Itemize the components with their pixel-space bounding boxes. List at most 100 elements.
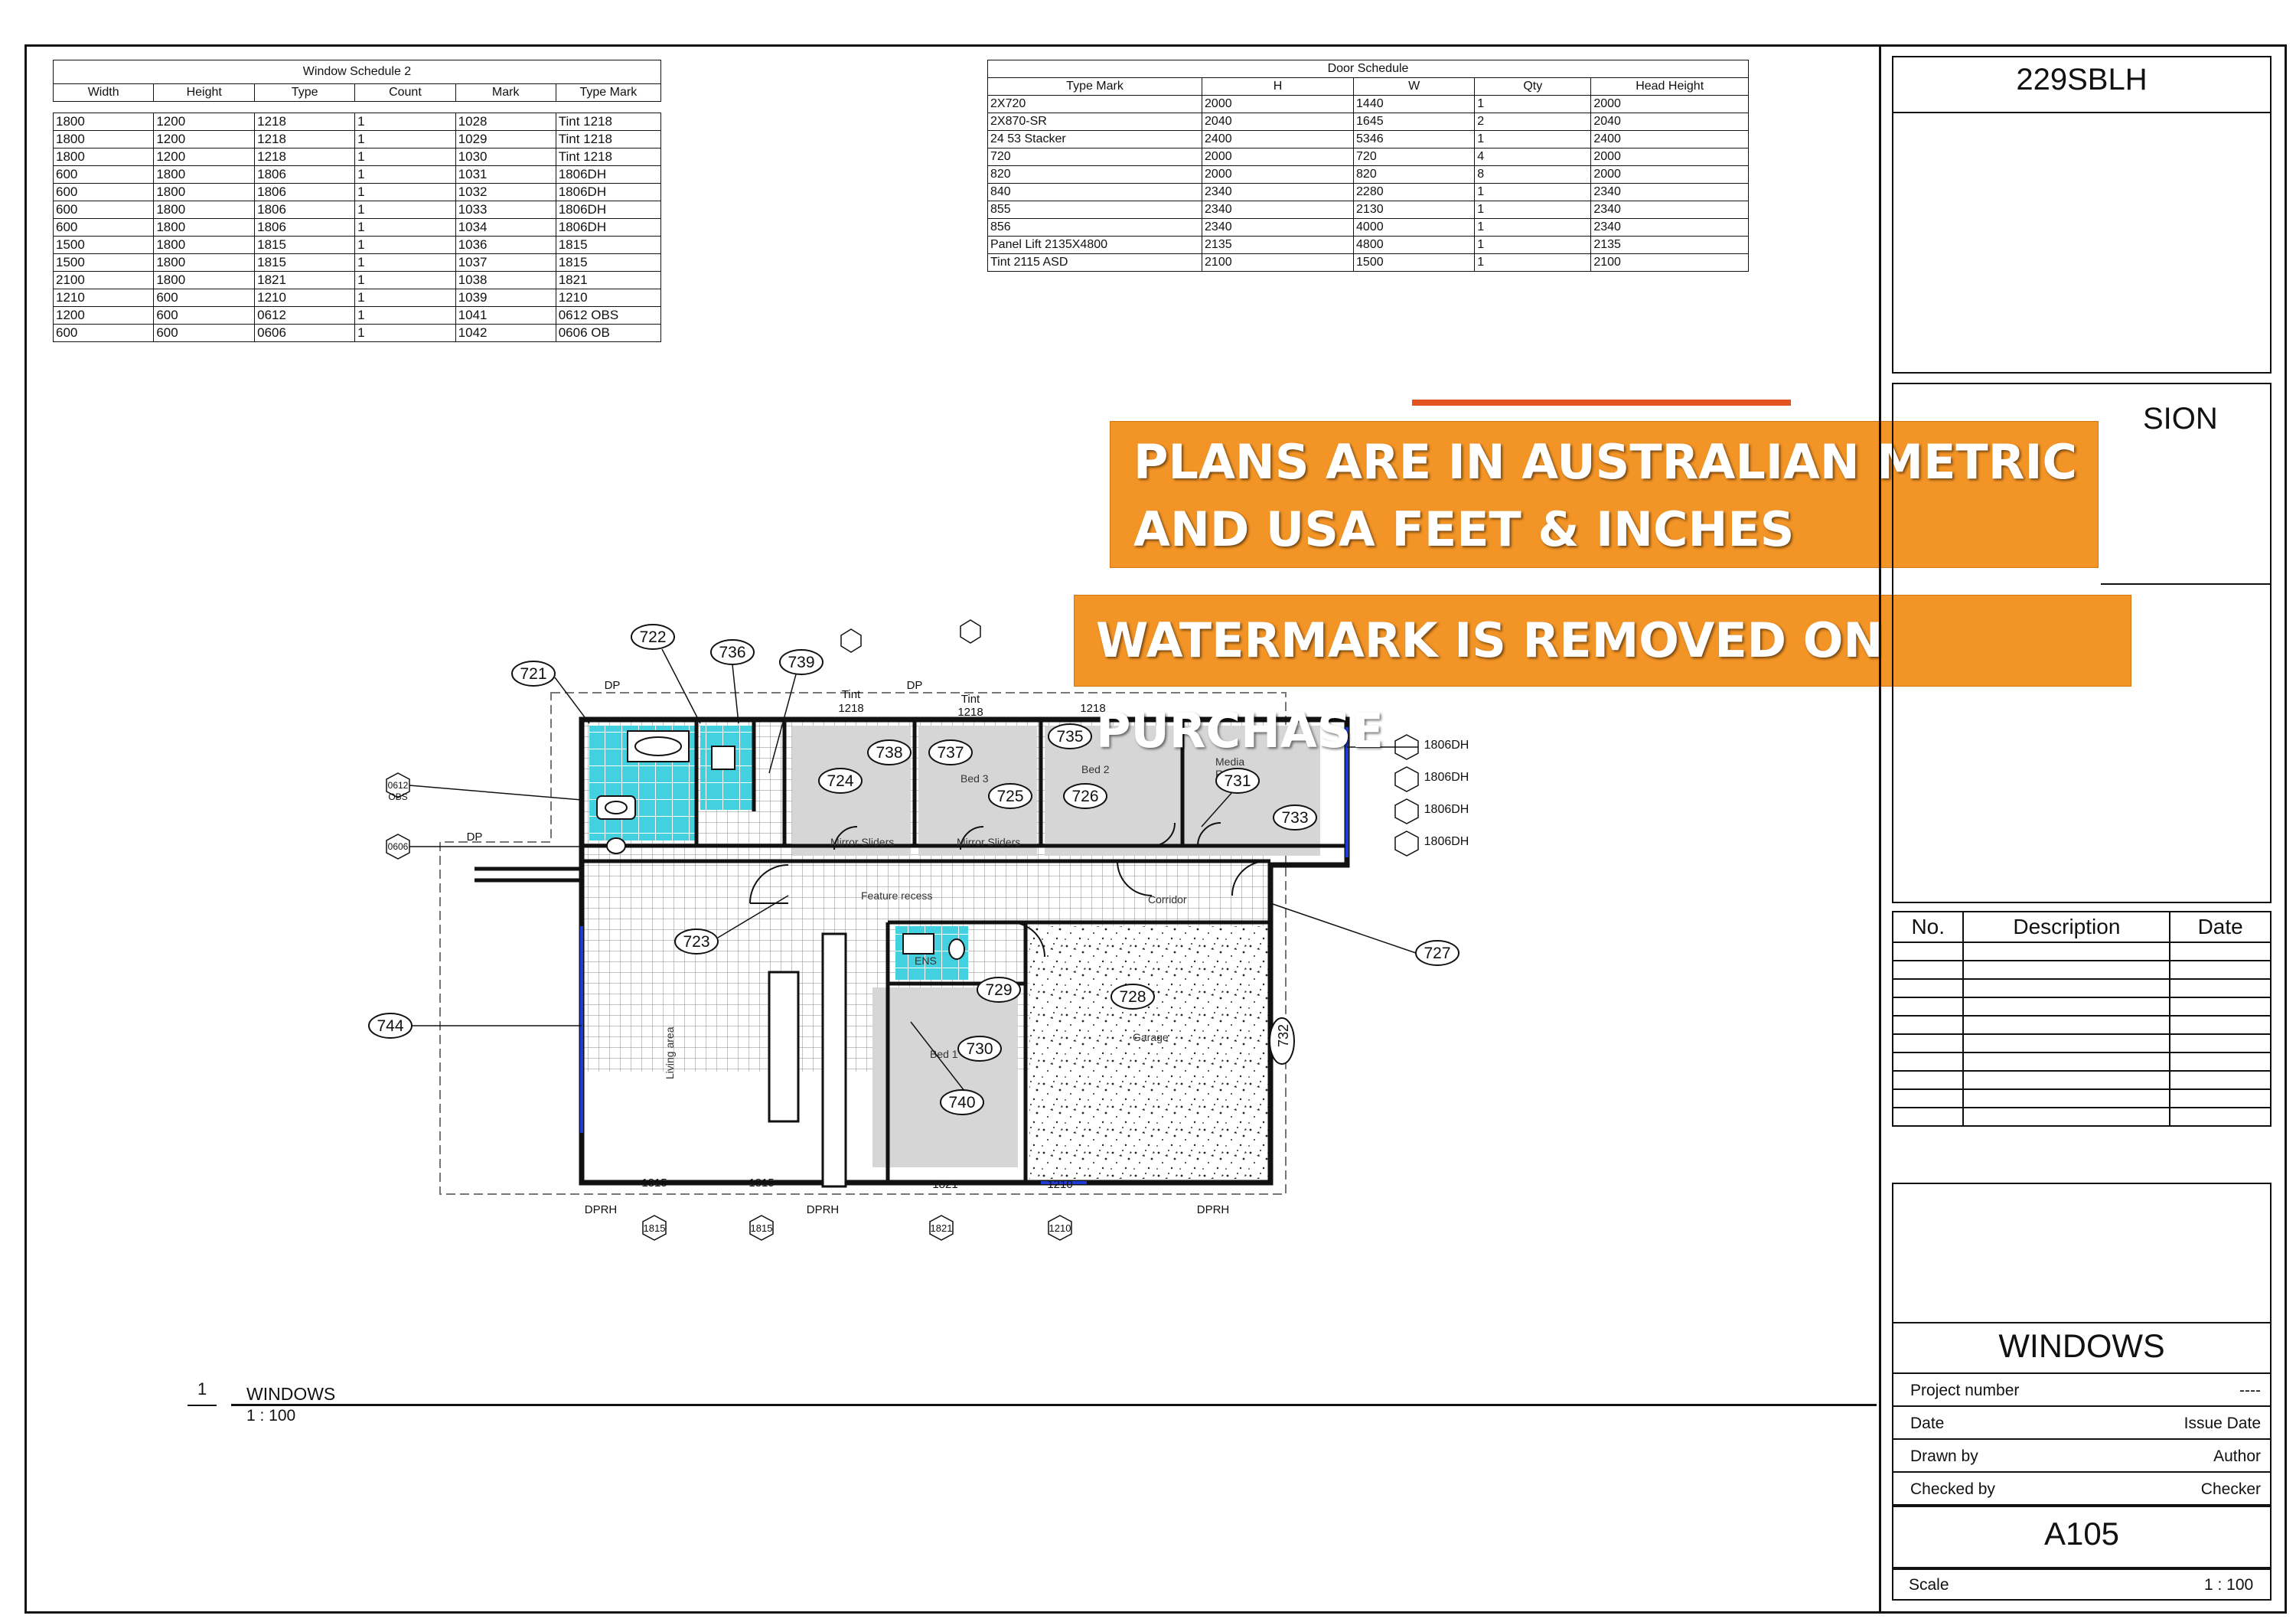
revision-cell	[1891, 997, 1965, 1017]
door-schedule-cell: 2000	[1590, 165, 1749, 184]
svg-text:1806DH: 1806DH	[1424, 739, 1469, 752]
revision-cell	[1962, 1107, 2171, 1127]
revision-cell	[2169, 960, 2272, 980]
door-schedule-cell: 820	[987, 165, 1203, 184]
revision-cell	[2169, 1033, 2272, 1053]
tag-726: 726	[1063, 783, 1107, 809]
room-label-living: Living area	[664, 1026, 676, 1079]
revision-cell	[2169, 1070, 2272, 1090]
hex-tag: 1210	[1048, 1215, 1072, 1241]
revision-cell	[1962, 997, 2171, 1017]
door-schedule-cell: 1	[1474, 236, 1592, 254]
revision-cell	[1962, 942, 2171, 961]
svg-text:1821: 1821	[932, 1178, 957, 1191]
tag-727: 727	[1415, 940, 1459, 966]
svg-text:DPRH: DPRH	[585, 1203, 618, 1216]
revision-row	[1891, 1033, 2272, 1053]
watermark-line-2: AND USA FEET & INCHES	[1133, 501, 1795, 557]
window-schedule-cell: 1037	[455, 253, 556, 272]
view-number: 1	[197, 1379, 207, 1398]
revision-cell	[1891, 1052, 1965, 1072]
project-name-box	[1892, 383, 2272, 903]
tag-725: 725	[988, 783, 1032, 809]
svg-text:DPRH: DPRH	[1197, 1203, 1230, 1216]
door-schedule-cell: 2000	[1590, 95, 1749, 113]
door-schedule-cell: 2040	[1590, 113, 1749, 131]
svg-text:Tint: Tint	[842, 688, 861, 701]
tag-738: 738	[867, 739, 912, 765]
svg-text:729: 729	[985, 981, 1012, 999]
door-schedule-cell: 2	[1474, 113, 1592, 131]
window-schedule-cell: 1200	[153, 130, 256, 148]
svg-text:OBS: OBS	[388, 791, 407, 802]
title-field-value: Checker	[2200, 1480, 2261, 1498]
window-schedule-cell: 1815	[254, 236, 356, 254]
svg-text:1218: 1218	[838, 702, 863, 715]
svg-text:Tint: Tint	[961, 693, 980, 706]
svg-text:726: 726	[1071, 788, 1098, 805]
svg-text:736: 736	[719, 644, 745, 661]
svg-text:1815: 1815	[641, 1177, 667, 1190]
revision-cell	[2169, 997, 2272, 1017]
title-field-label: Date	[1910, 1415, 1945, 1432]
door-schedule-cell: 2340	[1202, 183, 1355, 201]
window-schedule-cell: 1210	[555, 289, 662, 307]
door-schedule-cell: 2100	[1202, 253, 1355, 272]
window-schedule-cell: 1800	[52, 130, 155, 148]
door-schedule-cell: 2000	[1202, 165, 1355, 184]
revision-cell	[2169, 1052, 2272, 1072]
door-schedule-cell: 2400	[1202, 130, 1355, 148]
door-schedule-header: Type Mark	[987, 77, 1203, 96]
tag-728: 728	[1110, 984, 1155, 1010]
revision-cell	[1891, 1088, 1965, 1108]
room-label-mirror-sliders-2: Mirror Sliders	[957, 836, 1020, 848]
door-schedule-cell: 1	[1474, 130, 1592, 148]
window-schedule-header: Width	[52, 83, 155, 102]
window-schedule-cell: 1218	[254, 113, 356, 131]
window-schedule-cell: 1806DH	[555, 165, 662, 184]
revision-cell	[1962, 1052, 2171, 1072]
tag-730: 730	[957, 1036, 1002, 1062]
window-schedule-header: Type Mark	[555, 83, 662, 102]
revision-header: Date	[2169, 911, 2272, 943]
revision-row	[1891, 960, 2272, 980]
sheet-border	[24, 44, 2287, 1614]
revision-cell	[1962, 1070, 2171, 1090]
title-field-label: Drawn by	[1910, 1447, 1978, 1465]
window-schedule-cell: 600	[52, 165, 155, 184]
window-schedule-cell: 1	[354, 289, 456, 307]
door-schedule-cell: 2000	[1202, 95, 1355, 113]
window-schedule-cell: 1806	[254, 201, 356, 219]
window-schedule-cell: 1033	[455, 201, 556, 219]
scale-label: Scale	[1909, 1576, 1949, 1594]
door-schedule-cell: 4800	[1353, 236, 1476, 254]
door-schedule-cell: 2280	[1353, 183, 1476, 201]
svg-text:744: 744	[377, 1017, 403, 1035]
window-schedule-header: Count	[354, 83, 456, 102]
window-schedule-cell: 600	[52, 183, 155, 201]
svg-text:0612: 0612	[388, 780, 409, 791]
revision-row	[1891, 978, 2272, 998]
door-schedule-cell: 2040	[1202, 113, 1355, 131]
window-schedule-cell: 1	[354, 271, 456, 289]
svg-text:1218: 1218	[1080, 702, 1105, 715]
door-schedule-cell: 2340	[1590, 183, 1749, 201]
svg-text:1218: 1218	[957, 706, 983, 719]
svg-text:DP: DP	[907, 679, 923, 692]
svg-text:721: 721	[520, 665, 546, 683]
window-schedule-cell: 600	[153, 289, 256, 307]
window-schedule-cell: 600	[153, 324, 256, 342]
tag-737: 737	[928, 739, 973, 765]
door-schedule-cell: 2135	[1590, 236, 1749, 254]
view-number-underline	[188, 1405, 217, 1406]
revision-cell	[1891, 1015, 1965, 1035]
revision-header: No.	[1891, 911, 1965, 943]
window-schedule-cell: 1032	[455, 183, 556, 201]
room-label-ens: ENS	[915, 955, 937, 967]
